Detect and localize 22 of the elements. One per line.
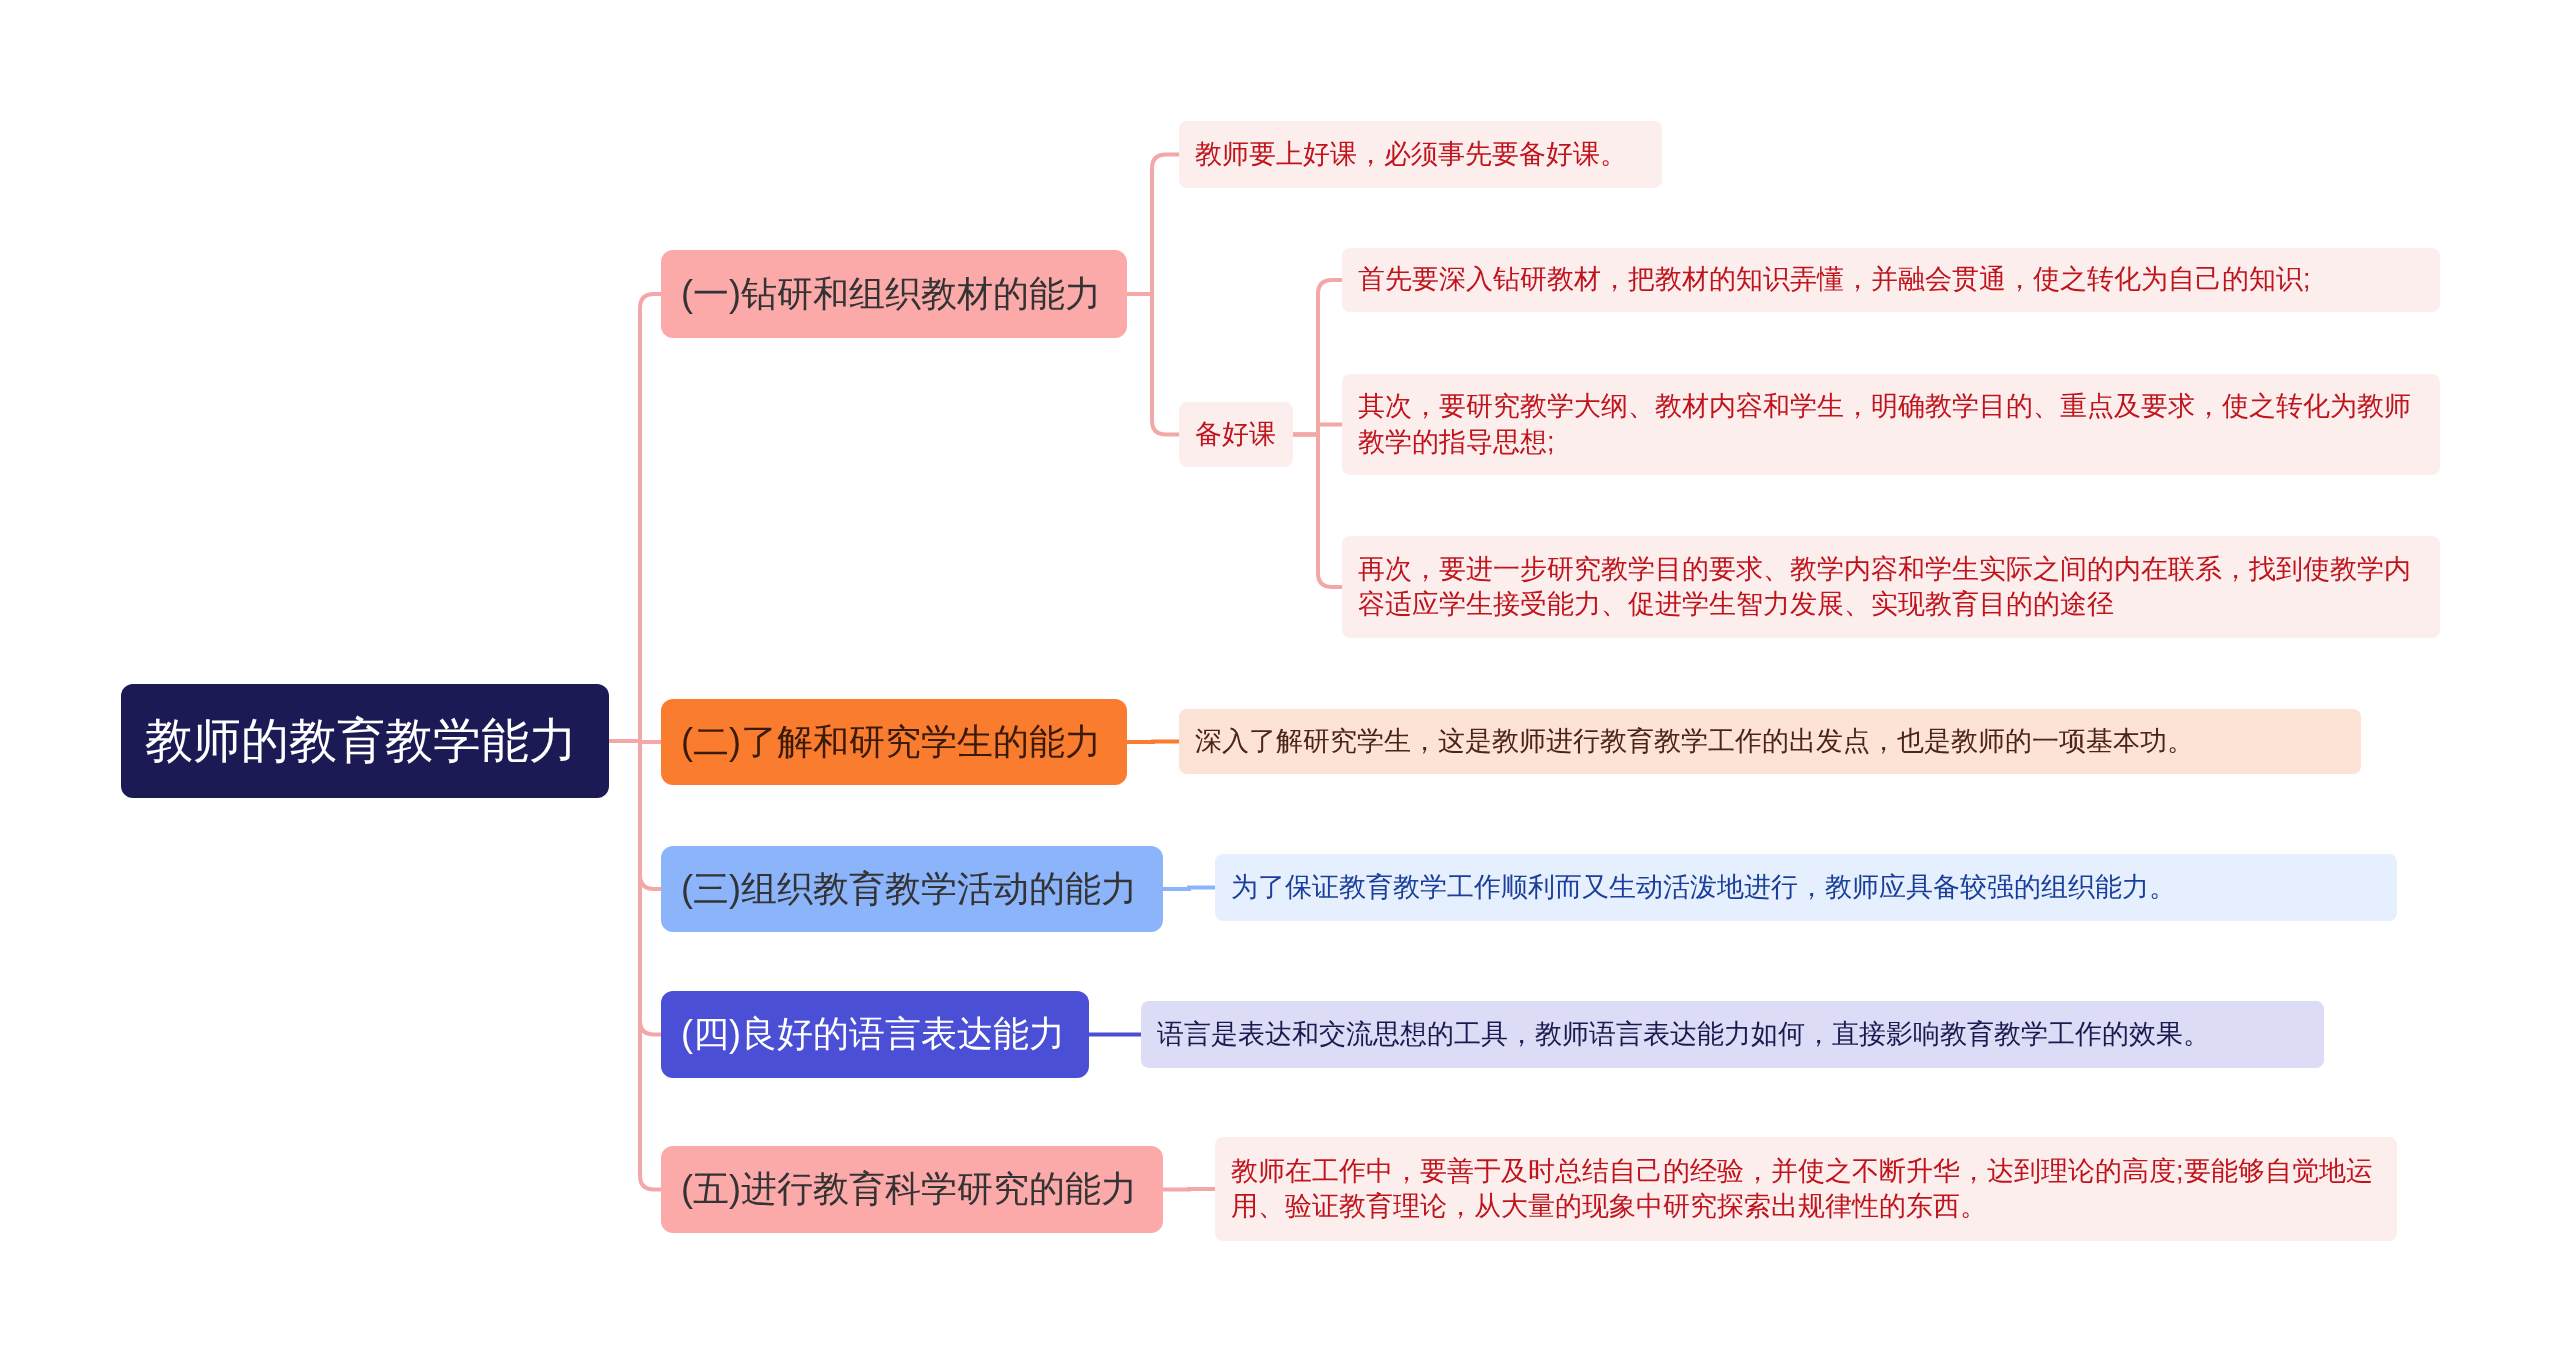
branch-topic: (五)进行教育科学研究的能力 bbox=[661, 1146, 1163, 1233]
connector-line bbox=[1127, 739, 1179, 744]
connector-line bbox=[609, 739, 661, 1192]
leaf-topic: 为了保证教育教学工作顺利而又生动活泼地进行，教师应具备较强的组织能力。 bbox=[1215, 854, 2397, 921]
leaf-topic: 首先要深入钻研教材，把教材的知识弄懂，并融会贯通，使之转化为自己的知识; bbox=[1342, 248, 2440, 312]
leaf-topic: 语言是表达和交流思想的工具，教师语言表达能力如何，直接影响教育教学工作的效果。 bbox=[1141, 1001, 2324, 1068]
branch-topic: (一)钻研和组织教材的能力 bbox=[661, 250, 1127, 338]
branch-topic: (三)组织教育教学活动的能力 bbox=[661, 846, 1163, 932]
connector-line bbox=[1127, 292, 1179, 437]
branch-topic: (二)了解和研究学生的能力 bbox=[661, 699, 1127, 785]
leaf-topic: 教师要上好课，必须事先要备好课。 bbox=[1179, 121, 1662, 188]
subtopic: 备好课 bbox=[1179, 402, 1293, 467]
connector-line bbox=[1293, 432, 1342, 589]
connector-line bbox=[1163, 885, 1215, 891]
leaf-topic: 其次，要研究教学大纲、教材内容和学生，明确教学目的、重点及要求，使之转化为教师教学的指导思想; bbox=[1342, 374, 2440, 475]
root-topic: 教师的教育教学能力 bbox=[121, 684, 609, 798]
connector-line bbox=[1089, 1032, 1141, 1037]
leaf-topic: 深入了解研究学生，这是教师进行教育教学工作的出发点，也是教师的一项基本功。 bbox=[1179, 709, 2361, 774]
leaf-topic: 再次，要进一步研究教学目的要求、教学内容和学生实际之间的内在联系，找到使教学内容适应学生接受能力、促进学生智力发展、实现教育目的的途径 bbox=[1342, 536, 2440, 638]
leaf-topic: 教师在工作中，要善于及时总结自己的经验，并使之不断升华，达到理论的高度;要能够自觉地运用、验证教育理论，从大量的现象中研究探索出规律性的东西。 bbox=[1215, 1137, 2397, 1241]
connector-line bbox=[1163, 1187, 1215, 1192]
branch-topic: (四)良好的语言表达能力 bbox=[661, 991, 1089, 1078]
